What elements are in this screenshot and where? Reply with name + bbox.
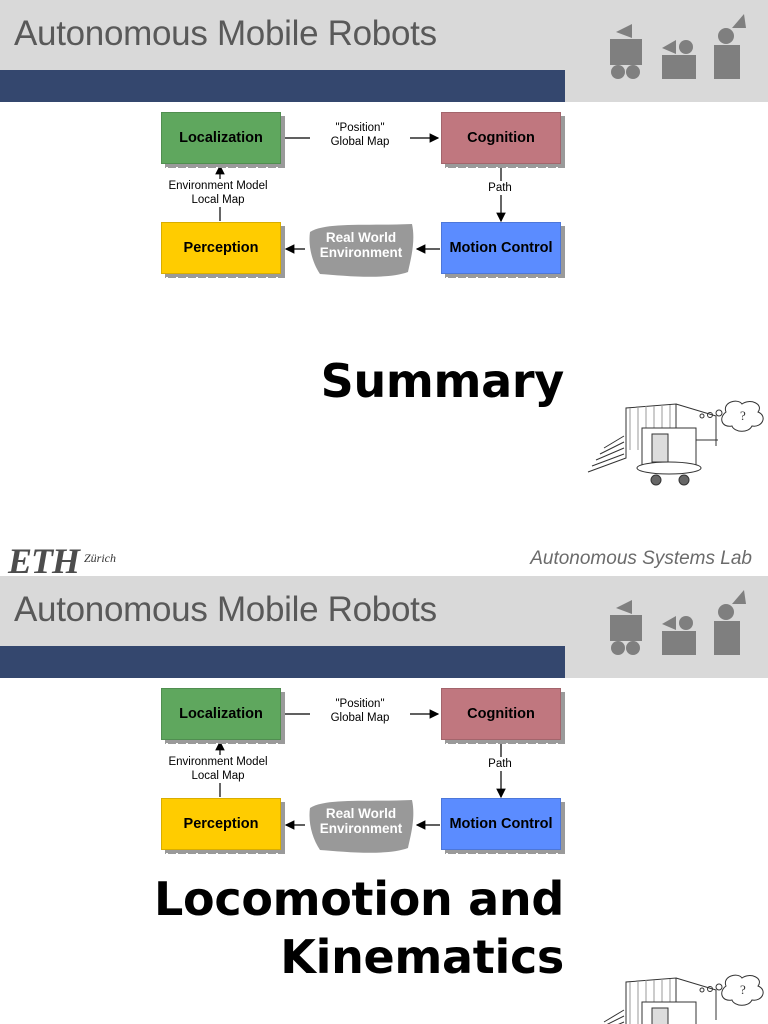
- robot-sketch-icon: ?: [587, 400, 764, 486]
- motion-control-box: Motion Control: [441, 798, 564, 855]
- perception-label: Perception: [183, 240, 259, 256]
- svg-text:?: ?: [740, 408, 746, 423]
- eth-logo: ETH: [8, 541, 80, 576]
- cognition-box: Cognition: [441, 688, 564, 745]
- localization-box: Localization: [161, 688, 284, 745]
- position-edge-line2: Global Map: [330, 712, 390, 724]
- localization-box: Localization: [161, 112, 284, 169]
- env-model-line1: Environment Model: [168, 756, 268, 768]
- robots-logo-icon: [610, 14, 746, 79]
- slide-summary: Autonomous Mobile Robots Localizat: [0, 0, 768, 576]
- footer-lab-name: Autonomous Systems Lab: [530, 548, 752, 569]
- motion-control-label: Motion Control: [449, 240, 553, 256]
- real-world-line1: Real World: [325, 806, 397, 821]
- localization-label: Localization: [179, 130, 263, 146]
- header-stripe: [0, 70, 565, 102]
- perception-action-diagram: Localization Cognition Perception Motion…: [0, 0, 768, 300]
- cognition-label: Cognition: [467, 130, 535, 146]
- real-world-line2: Environment: [319, 821, 403, 836]
- env-model-edge-label: Environment Model Local Map: [160, 755, 276, 783]
- position-edge-line1: "Position": [335, 698, 385, 710]
- perception-label: Perception: [183, 816, 259, 832]
- env-model-line2: Local Map: [191, 770, 245, 782]
- motion-control-label: Motion Control: [449, 816, 553, 832]
- env-model-line2: Local Map: [191, 194, 245, 206]
- position-edge-line1: "Position": [335, 122, 385, 134]
- perception-box: Perception: [161, 798, 284, 855]
- header-title: Autonomous Mobile Robots: [14, 14, 437, 53]
- slide-title: Locomotion and Kinematics: [154, 870, 564, 986]
- header-bar: Autonomous Mobile Robots: [0, 576, 768, 646]
- real-world-cloud-icon: [309, 800, 414, 853]
- eth-zurich-text: Zürich: [84, 551, 117, 565]
- slide-locomotion: Autonomous Mobile Robots Localizat: [0, 576, 768, 1024]
- cognition-box: Cognition: [441, 112, 564, 169]
- env-model-edge-label: Environment Model Local Map: [160, 179, 276, 207]
- slide-title-line1: Locomotion and: [154, 872, 564, 926]
- position-edge-label: "Position" Global Map: [310, 697, 410, 725]
- header-bar: Autonomous Mobile Robots: [0, 0, 768, 70]
- path-edge-label: Path: [480, 181, 520, 195]
- slide-title: Summary: [320, 352, 565, 410]
- svg-text:?: ?: [740, 982, 746, 997]
- motion-control-box: Motion Control: [441, 222, 564, 279]
- real-world-cloud-icon: [309, 224, 414, 277]
- robot-sketch-icon: ?: [603, 974, 764, 1024]
- slide-title-line2: Kinematics: [280, 930, 564, 984]
- env-model-line1: Environment Model: [168, 180, 268, 192]
- perception-box: Perception: [161, 222, 284, 279]
- robots-logo-icon: [610, 590, 746, 655]
- real-world-line1: Real World: [325, 230, 397, 245]
- real-world-label: Real World Environment: [306, 806, 416, 836]
- real-world-line2: Environment: [319, 245, 403, 260]
- cognition-label: Cognition: [467, 706, 535, 722]
- slide-title-line1: Summary: [320, 354, 565, 408]
- header-title: Autonomous Mobile Robots: [14, 590, 437, 629]
- position-edge-label: "Position" Global Map: [310, 121, 410, 149]
- perception-action-diagram: Localization Cognition Perception Motion…: [0, 576, 768, 876]
- real-world-label: Real World Environment: [306, 230, 416, 260]
- path-edge-label: Path: [480, 757, 520, 771]
- localization-label: Localization: [179, 706, 263, 722]
- header-stripe: [0, 646, 565, 678]
- position-edge-line2: Global Map: [330, 136, 390, 148]
